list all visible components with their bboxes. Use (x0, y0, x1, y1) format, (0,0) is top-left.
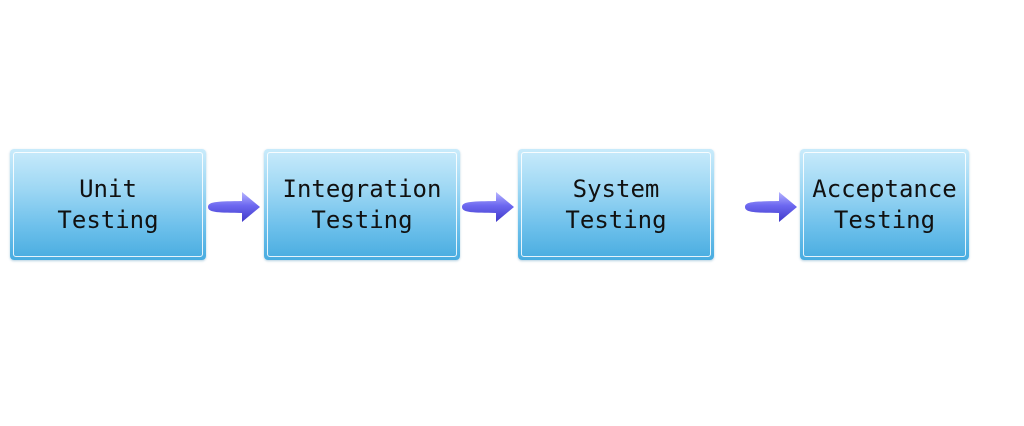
step-unit-testing: Unit Testing (10, 149, 206, 260)
step-label-line-1: Integration (282, 174, 442, 203)
step-label: Unit Testing (57, 174, 158, 236)
right-arrow-icon (745, 192, 797, 222)
step-label: System Testing (565, 174, 666, 236)
step-label: Integration Testing (283, 174, 442, 236)
step-label-line-1: Unit (79, 174, 137, 203)
right-arrow-icon (462, 192, 514, 222)
step-integration-testing: Integration Testing (264, 149, 460, 260)
step-acceptance-testing: Acceptance Testing (800, 149, 969, 260)
step-label: Acceptance Testing (812, 174, 957, 236)
step-label-line-2: Testing (57, 205, 159, 234)
step-label-line-1: System (572, 174, 660, 203)
step-label-line-2: Testing (833, 205, 936, 234)
step-label-line-1: Acceptance (812, 174, 957, 203)
step-label-line-2: Testing (311, 205, 413, 234)
step-label-line-2: Testing (565, 205, 667, 234)
right-arrow-icon (208, 192, 260, 222)
step-system-testing: System Testing (518, 149, 714, 260)
